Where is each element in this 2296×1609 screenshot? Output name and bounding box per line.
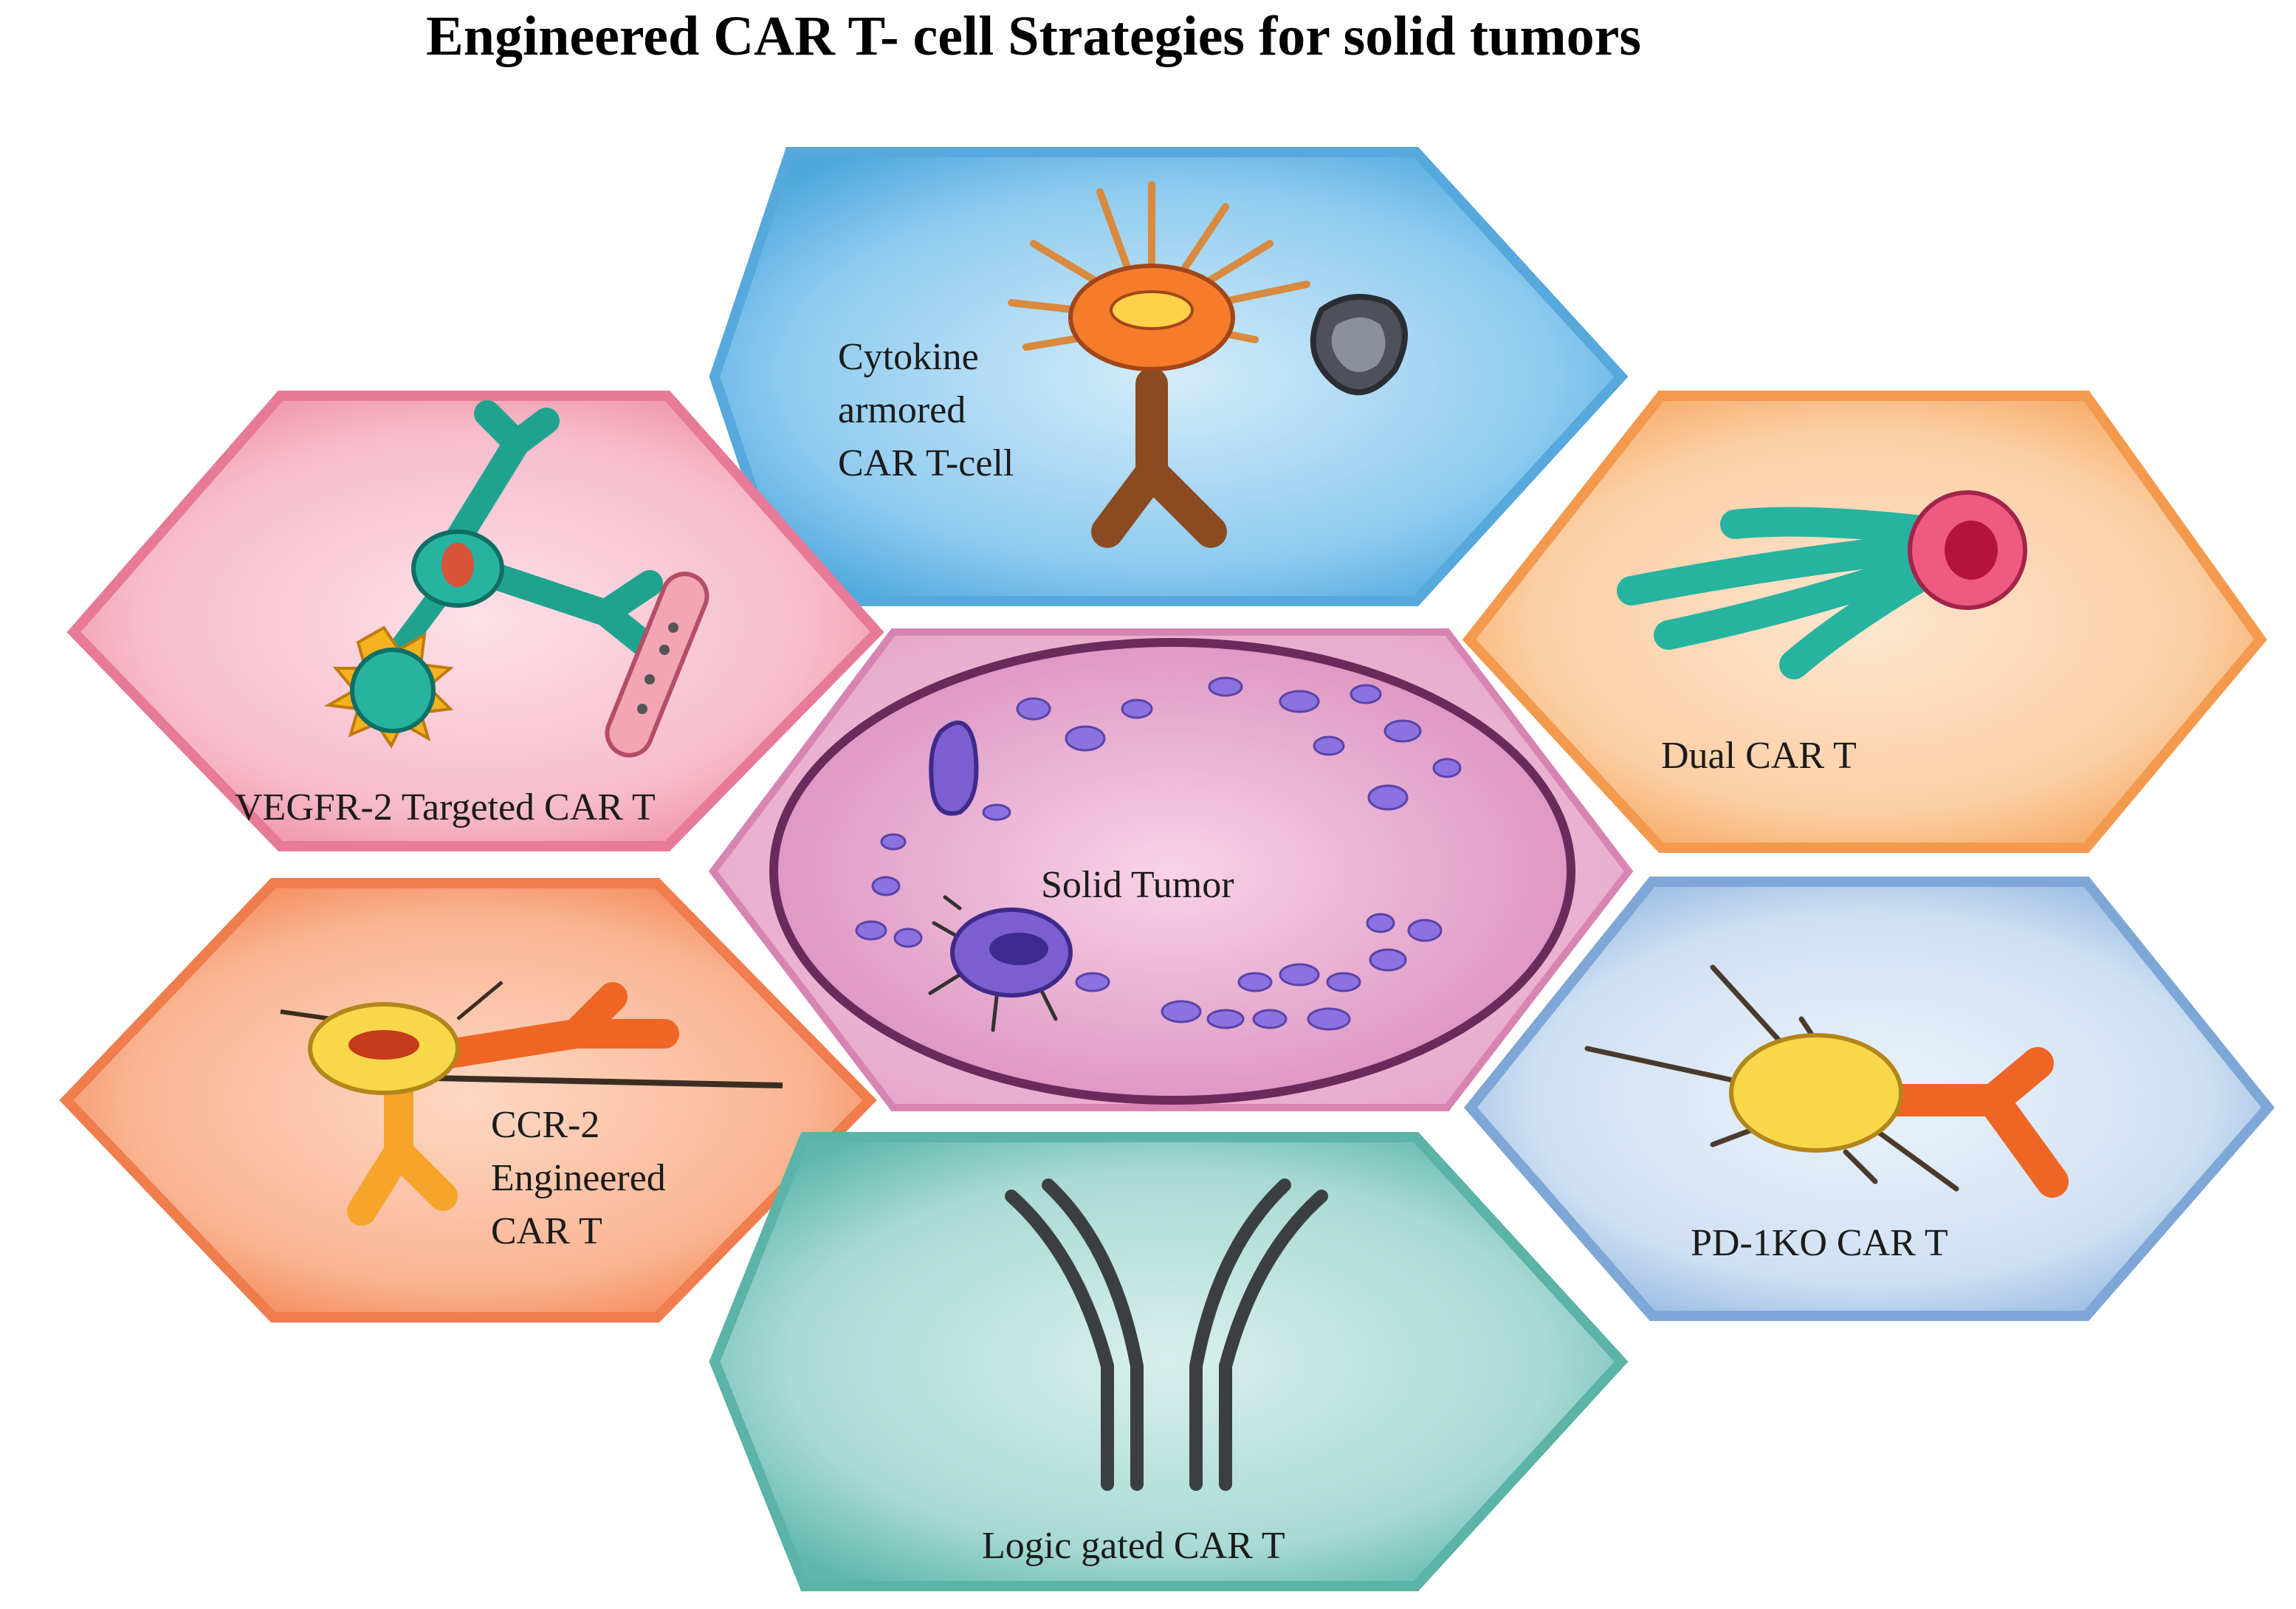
panel-dual-car-t: Dual CAR T (1462, 391, 2267, 853)
pd1ko-car-t-cell-illustration (1584, 964, 2069, 1198)
label-cytokine-line3: CAR T-cell (838, 442, 1014, 484)
panel-solid-tumor: Solid Tumor (708, 628, 1634, 1111)
label-logic-gated: Logic gated CAR T (982, 1525, 1285, 1567)
label-dual: Dual CAR T (1661, 735, 1857, 777)
panel-vegfr2-targeted: VEGFR-2 Targeted CAR T (66, 391, 884, 851)
label-pd1ko: PD-1KO CAR T (1691, 1222, 1948, 1264)
label-vegfr2: VEGFR-2 Targeted CAR T (235, 786, 656, 828)
tumor-nucleus-small (929, 720, 979, 816)
ccr2-car-t-cell-illustration (280, 981, 783, 1226)
panel-pd1ko: PD-1KO CAR T (1463, 876, 2275, 1321)
tumor-vesicles (855, 676, 1462, 1031)
label-ccr2-line2: Engineered (491, 1157, 666, 1199)
label-ccr2-line1: CCR-2 (491, 1104, 599, 1146)
immune-cell-in-tumor (928, 895, 1073, 1032)
logic-gated-receptor-illustration (1005, 1179, 1328, 1491)
panel-logic-gated: Logic gated CAR T (709, 1132, 1629, 1591)
dual-car-t-cell-illustration (1617, 490, 2027, 679)
label-solid-tumor: Solid Tumor (1041, 864, 1234, 906)
cytokine-car-t-cell-illustration (1008, 181, 1408, 548)
vegfr2-car-t-cell-illustration (323, 400, 709, 758)
panel-cytokine-armored: Cytokine armored CAR T-cell (709, 147, 1629, 606)
label-ccr2-line3: CAR T (491, 1210, 602, 1252)
panel-ccr2-engineered: CCR-2 Engineered CAR T (59, 878, 877, 1322)
hexagon-logic (709, 1132, 1629, 1591)
hexagon-vegfr2 (66, 391, 884, 851)
hexagon-cytokine (709, 147, 1629, 606)
hexagon-ccr2 (59, 878, 877, 1322)
label-cytokine-line2: armored (838, 389, 966, 431)
figure-title: Engineered CAR T- cell Strategies for so… (426, 5, 1641, 67)
label-cytokine-line1: Cytokine (838, 336, 979, 378)
